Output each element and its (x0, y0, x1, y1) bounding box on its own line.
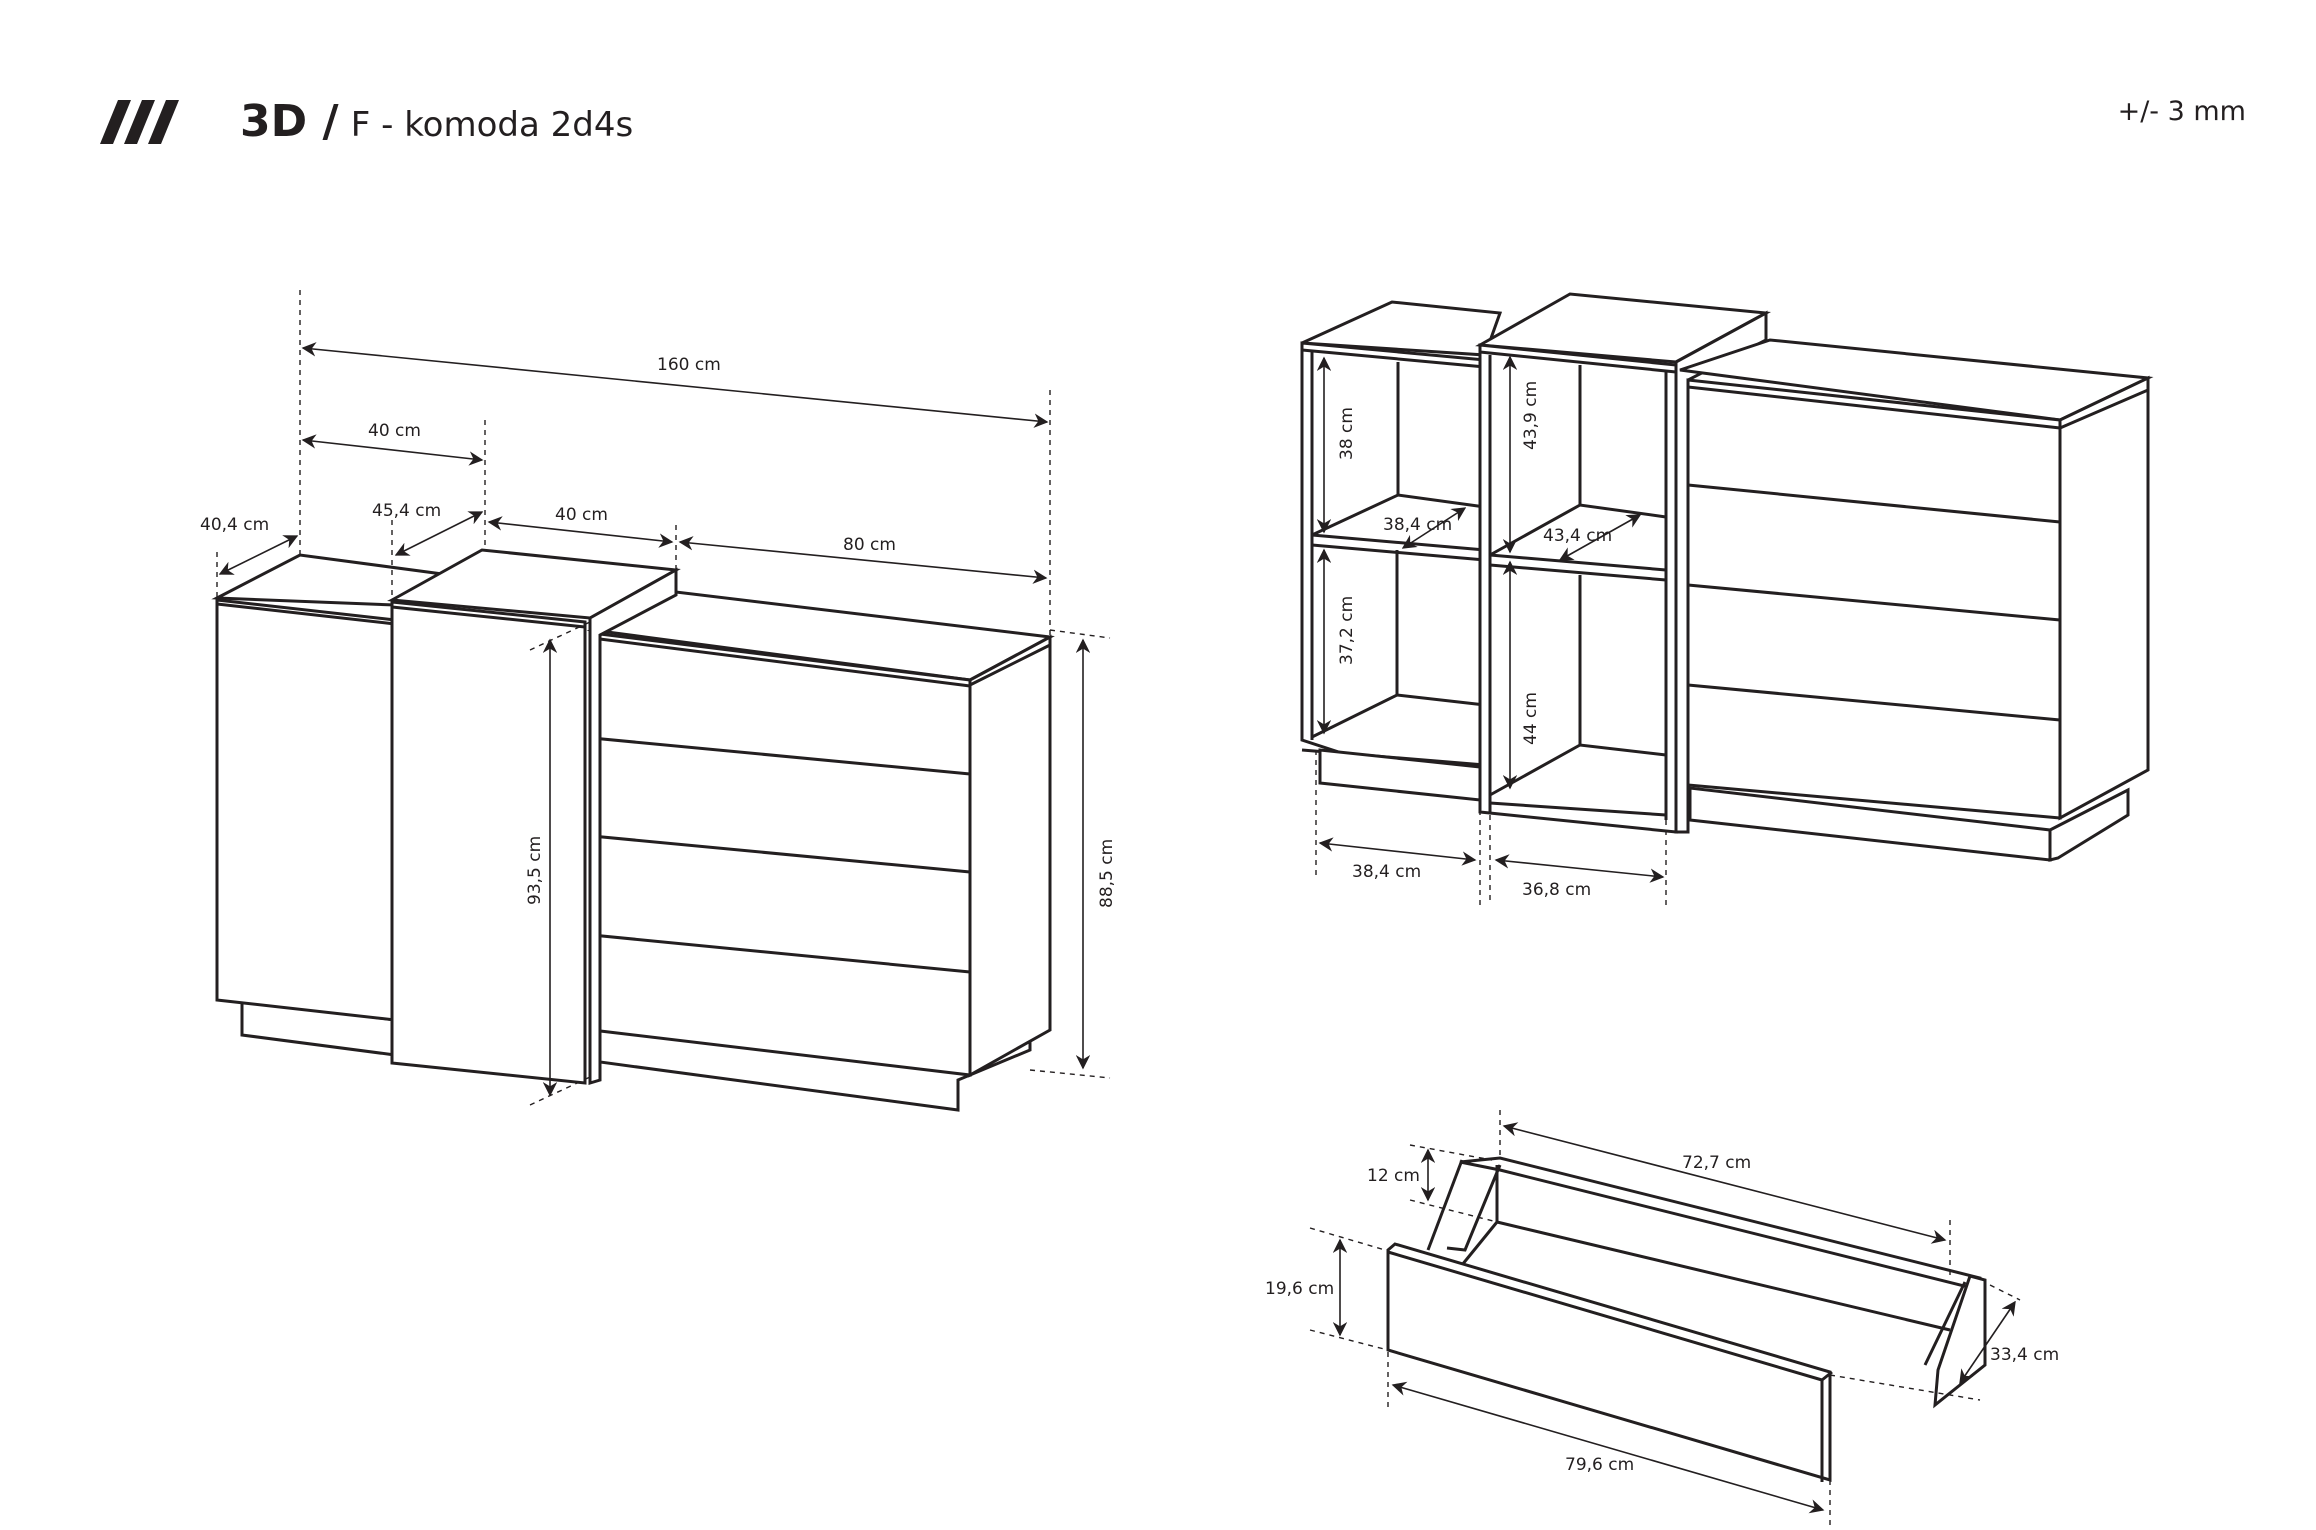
left-open-top (1301, 300, 1503, 357)
tolerance-note: +/- 3 mm (2117, 96, 2246, 127)
dim-right-shelf-depth: 43,4 cm (1543, 526, 1612, 546)
drawer-back-top (1459, 1156, 1982, 1292)
dim-line-dresser-width (678, 536, 1048, 584)
open-view: 38 cm 37,2 cm 38,4 cm 43,9 cm 44 cm 43,4… (1300, 292, 2154, 910)
title-3d: 3D / (240, 96, 339, 147)
dim-drawer-side-height: 12 cm (1367, 1166, 1420, 1186)
dim-line-middle-depth (394, 511, 484, 556)
dim-right-upper-shelf-height: 43,9 cm (1521, 381, 1541, 450)
dresser-side (968, 634, 1052, 1078)
drawer-divider (591, 736, 971, 776)
drawer-divider (591, 834, 971, 874)
dim-line-left-width (301, 434, 484, 466)
dim-left-shelf-depth: 38,4 cm (1383, 515, 1452, 535)
open-dresser-side (2058, 375, 2150, 821)
open-dresser-front (1686, 378, 2062, 820)
triple-slash-logo-icon (100, 100, 179, 144)
dim-left-cabinet-width: 40 cm (368, 421, 421, 441)
dim-middle-cabinet-depth: 45,4 cm (372, 501, 441, 521)
dim-left-inner-width: 38,4 cm (1352, 862, 1421, 882)
dim-dresser-height: 88,5 cm (1097, 839, 1117, 908)
dim-drawer-inner-length: 72,7 cm (1682, 1153, 1751, 1173)
dim-right-inner-width: 36,8 cm (1522, 880, 1591, 900)
drawer-divider (1687, 483, 2061, 524)
dim-middle-cabinet-height: 93,5 cm (525, 836, 545, 905)
dim-line-total-width (301, 342, 1049, 428)
dim-left-cabinet-depth: 40,4 cm (200, 515, 269, 535)
dim-line-right-shelf-depth (1558, 514, 1642, 561)
closed-view: 160 cm 40 cm 40,4 cm 45,4 cm 40 cm 80 cm… (200, 290, 1117, 1112)
dim-left-lower-shelf-height: 37,2 cm (1337, 596, 1357, 665)
dim-line-left-inner-width (1318, 837, 1477, 866)
page-title: 3D / F - komoda 2d4s (240, 96, 633, 151)
dim-line-front-length (1391, 1381, 1825, 1514)
product-name: F - komoda 2d4s (350, 105, 634, 145)
dim-right-lower-shelf-height: 44 cm (1521, 692, 1541, 745)
dim-middle-cabinet-width: 40 cm (555, 505, 608, 525)
dim-left-upper-shelf-height: 38 cm (1337, 407, 1357, 460)
drawer-divider (1687, 683, 2061, 722)
right-open-carcass (1478, 343, 1678, 834)
dim-line-left-shelf-depth (1401, 507, 1467, 549)
left-cabinet-door (215, 598, 397, 1022)
middle-cabinet-door (390, 600, 587, 1085)
drawer-view: 72,7 cm 12 cm 19,6 cm 33,4 cm 79,6 cm (1265, 1110, 2059, 1525)
dim-line-left-depth (218, 535, 299, 575)
drawer-divider (1687, 583, 2061, 622)
dim-line-middle-width (487, 516, 674, 548)
dim-drawer-front-height: 19,6 cm (1265, 1279, 1334, 1299)
dim-total-width: 160 cm (657, 355, 721, 375)
dim-drawer-front-length: 79,6 cm (1565, 1455, 1634, 1475)
dim-line-depth (1959, 1300, 2016, 1385)
left-open-carcass (1300, 341, 1487, 803)
dim-dresser-width: 80 cm (843, 535, 896, 555)
dim-line-right-inner-width (1494, 854, 1665, 883)
dim-drawer-depth: 33,4 cm (1990, 1345, 2059, 1365)
drawer-divider (591, 933, 971, 974)
dim-line-inner-length (1502, 1122, 1947, 1244)
